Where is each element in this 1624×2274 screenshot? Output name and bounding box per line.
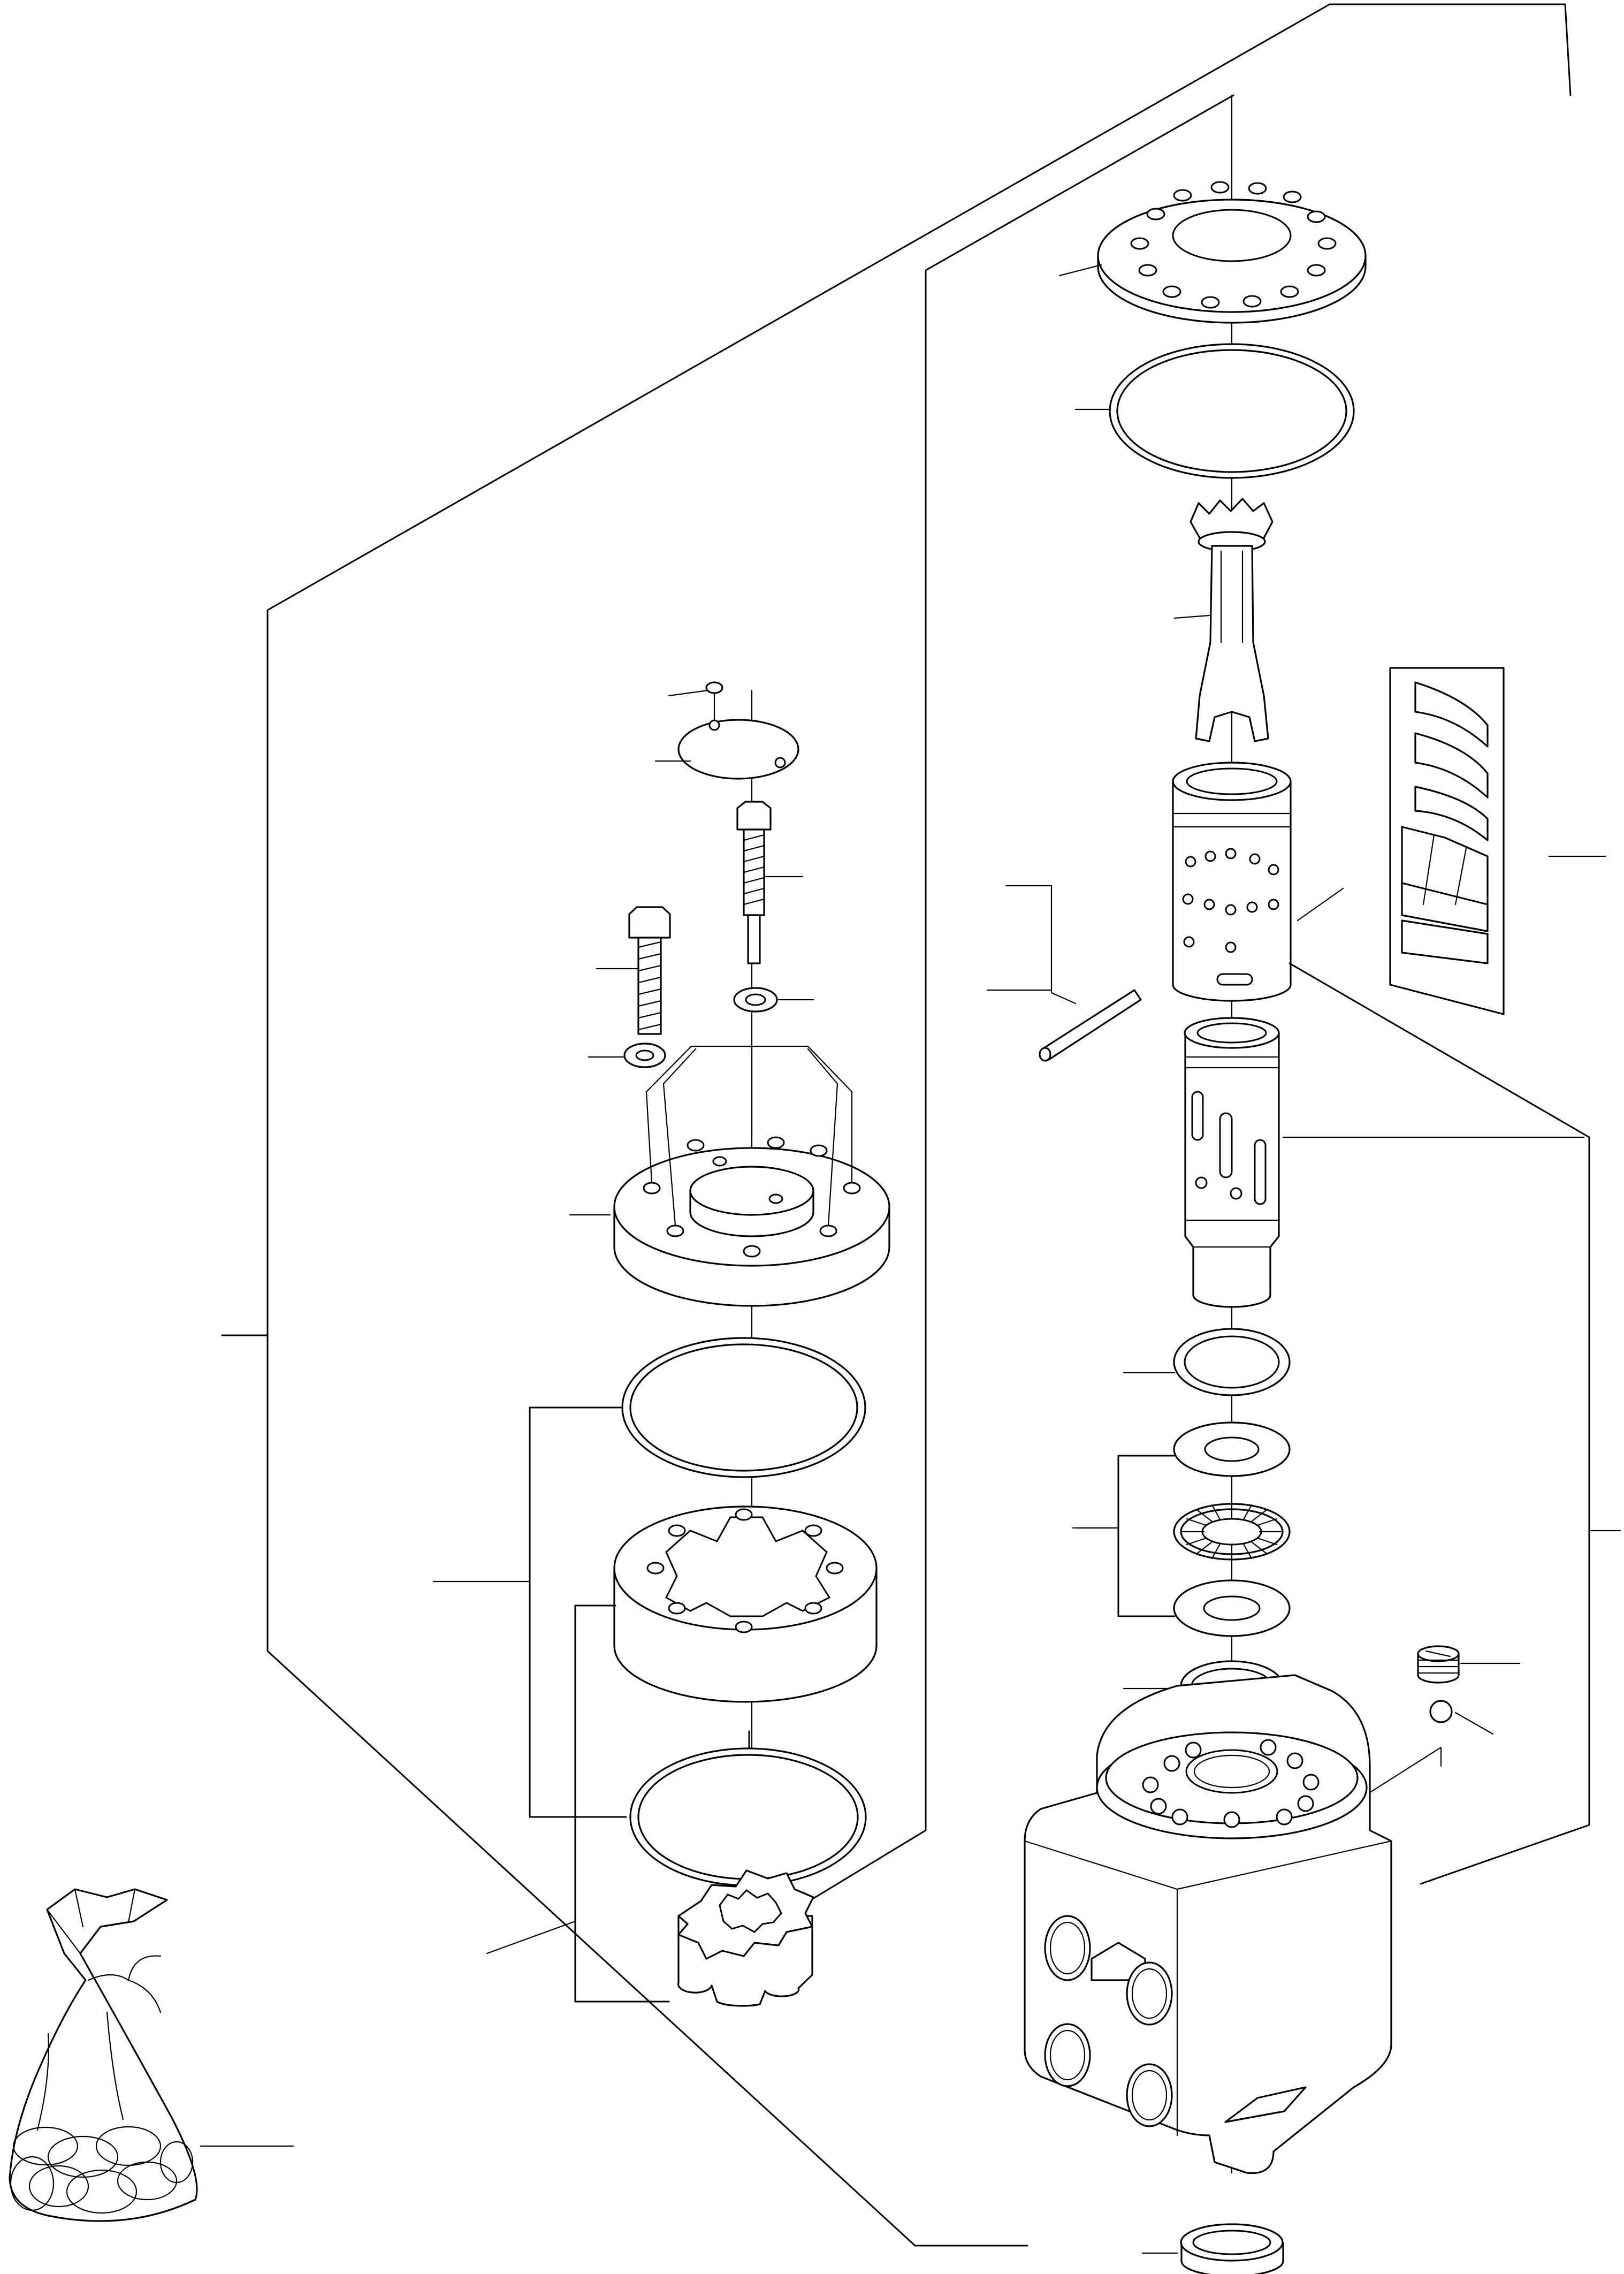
cover-disk	[678, 720, 798, 779]
leader-gear-set	[487, 1921, 575, 1953]
outer-sleeve	[1173, 763, 1291, 1001]
bolt-hole-guide-lines-2	[752, 1046, 852, 1183]
shaft-seal	[1181, 2224, 1283, 2274]
bearing-ring-1	[1174, 1329, 1290, 1395]
long-bolt	[737, 802, 771, 963]
sleeve-holes	[1183, 849, 1278, 952]
leader-small-screw	[669, 690, 708, 696]
check-ball	[1430, 1701, 1452, 1722]
leader-cross-pin	[1006, 886, 1076, 1003]
thrust-washer-1	[1174, 1423, 1290, 1476]
bolt-hole-guide-lines-4	[808, 1049, 837, 1226]
spool-detail-inset	[1390, 668, 1504, 1014]
end-plate	[1098, 182, 1366, 323]
leader-cardan-shaft	[1175, 615, 1209, 618]
o-ring-top	[1110, 344, 1354, 478]
bracket-bearing-set	[1118, 1456, 1175, 1616]
gear-wheel-set	[614, 1507, 876, 1702]
housing-port-holes	[1143, 1740, 1318, 1827]
small-screw	[706, 682, 722, 720]
housing-threaded-ports	[1045, 1916, 1172, 2126]
o-ring-left-lower	[630, 1748, 866, 1885]
washer-right	[734, 988, 777, 1011]
bracket-spool-sleeve	[1290, 963, 1589, 1884]
washer-left	[624, 1044, 665, 1067]
slot-pattern	[1402, 682, 1488, 963]
end-cover-holes	[644, 1137, 860, 1257]
plug-screw	[1418, 1646, 1459, 1683]
o-ring-left-upper	[622, 1338, 865, 1477]
star-rotor	[678, 1870, 813, 2006]
leader-outer-sleeve	[1298, 888, 1343, 921]
leader-end-plate	[1059, 265, 1101, 276]
leader-check-ball	[1455, 1713, 1493, 1734]
thrust-washer-2	[1174, 1580, 1290, 1636]
bolt-hole-guide-lines-3	[664, 1049, 696, 1226]
bolt-hole-guide-lines	[646, 1046, 752, 1183]
seal-kit-rings	[11, 2127, 193, 2213]
inner-spool	[1185, 1018, 1279, 1307]
bracket-o-rings	[530, 1408, 626, 1817]
valve-housing	[1025, 1675, 1391, 2173]
gear-wheel-holes	[647, 1509, 843, 1632]
bracket-gear-set	[575, 1606, 669, 2002]
needle-bearing	[1174, 1503, 1290, 1561]
short-bolt	[629, 907, 670, 1034]
cross-pin	[1040, 990, 1141, 1061]
seal-kit-bag	[10, 1889, 197, 2221]
cardan-shaft	[1191, 499, 1272, 741]
end-cover	[614, 1137, 889, 1306]
plate-holes	[1131, 182, 1336, 308]
